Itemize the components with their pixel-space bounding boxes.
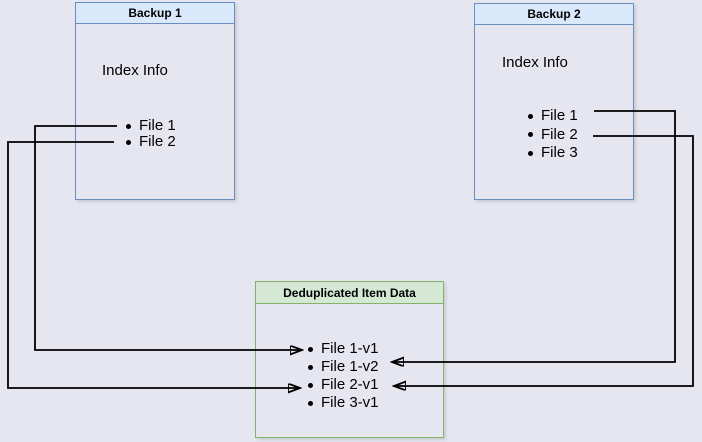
backup1-title: Backup 1 (76, 3, 234, 24)
file-list-item: File 2 (126, 134, 176, 150)
file-list-item: File 3 (528, 144, 578, 163)
backup2-title: Backup 2 (475, 4, 633, 25)
dedup-title: Deduplicated Item Data (256, 282, 443, 304)
file-list-item: File 1 (528, 107, 578, 126)
file-list-item: File 3-v1 (308, 394, 379, 412)
backup1-index-info-label: Index Info (102, 62, 168, 79)
file-list-item: File 1 (126, 118, 176, 134)
file-list-item: File 2 (528, 126, 578, 145)
backup2-index-info-label: Index Info (502, 54, 568, 71)
file-list-item: File 1-v1 (308, 340, 379, 358)
file-list-item: File 1-v2 (308, 358, 379, 376)
file-list-item: File 2-v1 (308, 376, 379, 394)
